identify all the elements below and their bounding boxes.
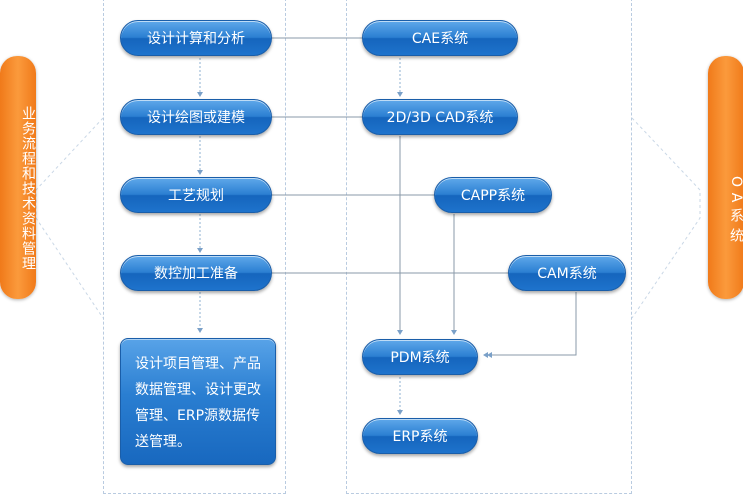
erp-system-button[interactable]: ERP系统 — [362, 418, 478, 454]
systems-column-frame — [346, 0, 632, 494]
left-chevron-line — [35, 117, 104, 319]
business-process-label: 业务流程和技术资料管理 — [0, 56, 36, 299]
nc-prep-step[interactable]: 数控加工准备 — [120, 255, 272, 291]
modeling-step[interactable]: 设计绘图或建模 — [120, 99, 272, 135]
management-description-box: 设计项目管理、产品数据管理、设计更改管理、ERP源数据传送管理。 — [120, 338, 276, 465]
pdm-system-button[interactable]: PDM系统 — [362, 339, 478, 375]
cae-system-button[interactable]: CAE系统 — [362, 20, 518, 56]
right-chevron-line — [631, 117, 701, 319]
connector-cam-pdm — [490, 292, 577, 356]
process-planning-step[interactable]: 工艺规划 — [120, 177, 272, 213]
capp-system-button[interactable]: CAPP系统 — [434, 177, 552, 213]
cad-system-button[interactable]: 2D/3D CAD系统 — [362, 99, 518, 135]
design-analysis-step[interactable]: 设计计算和分析 — [120, 20, 272, 56]
process-column-frame — [103, 0, 286, 494]
cam-system-button[interactable]: CAM系统 — [508, 255, 626, 291]
oa-system-label: OA系统 — [708, 56, 743, 299]
